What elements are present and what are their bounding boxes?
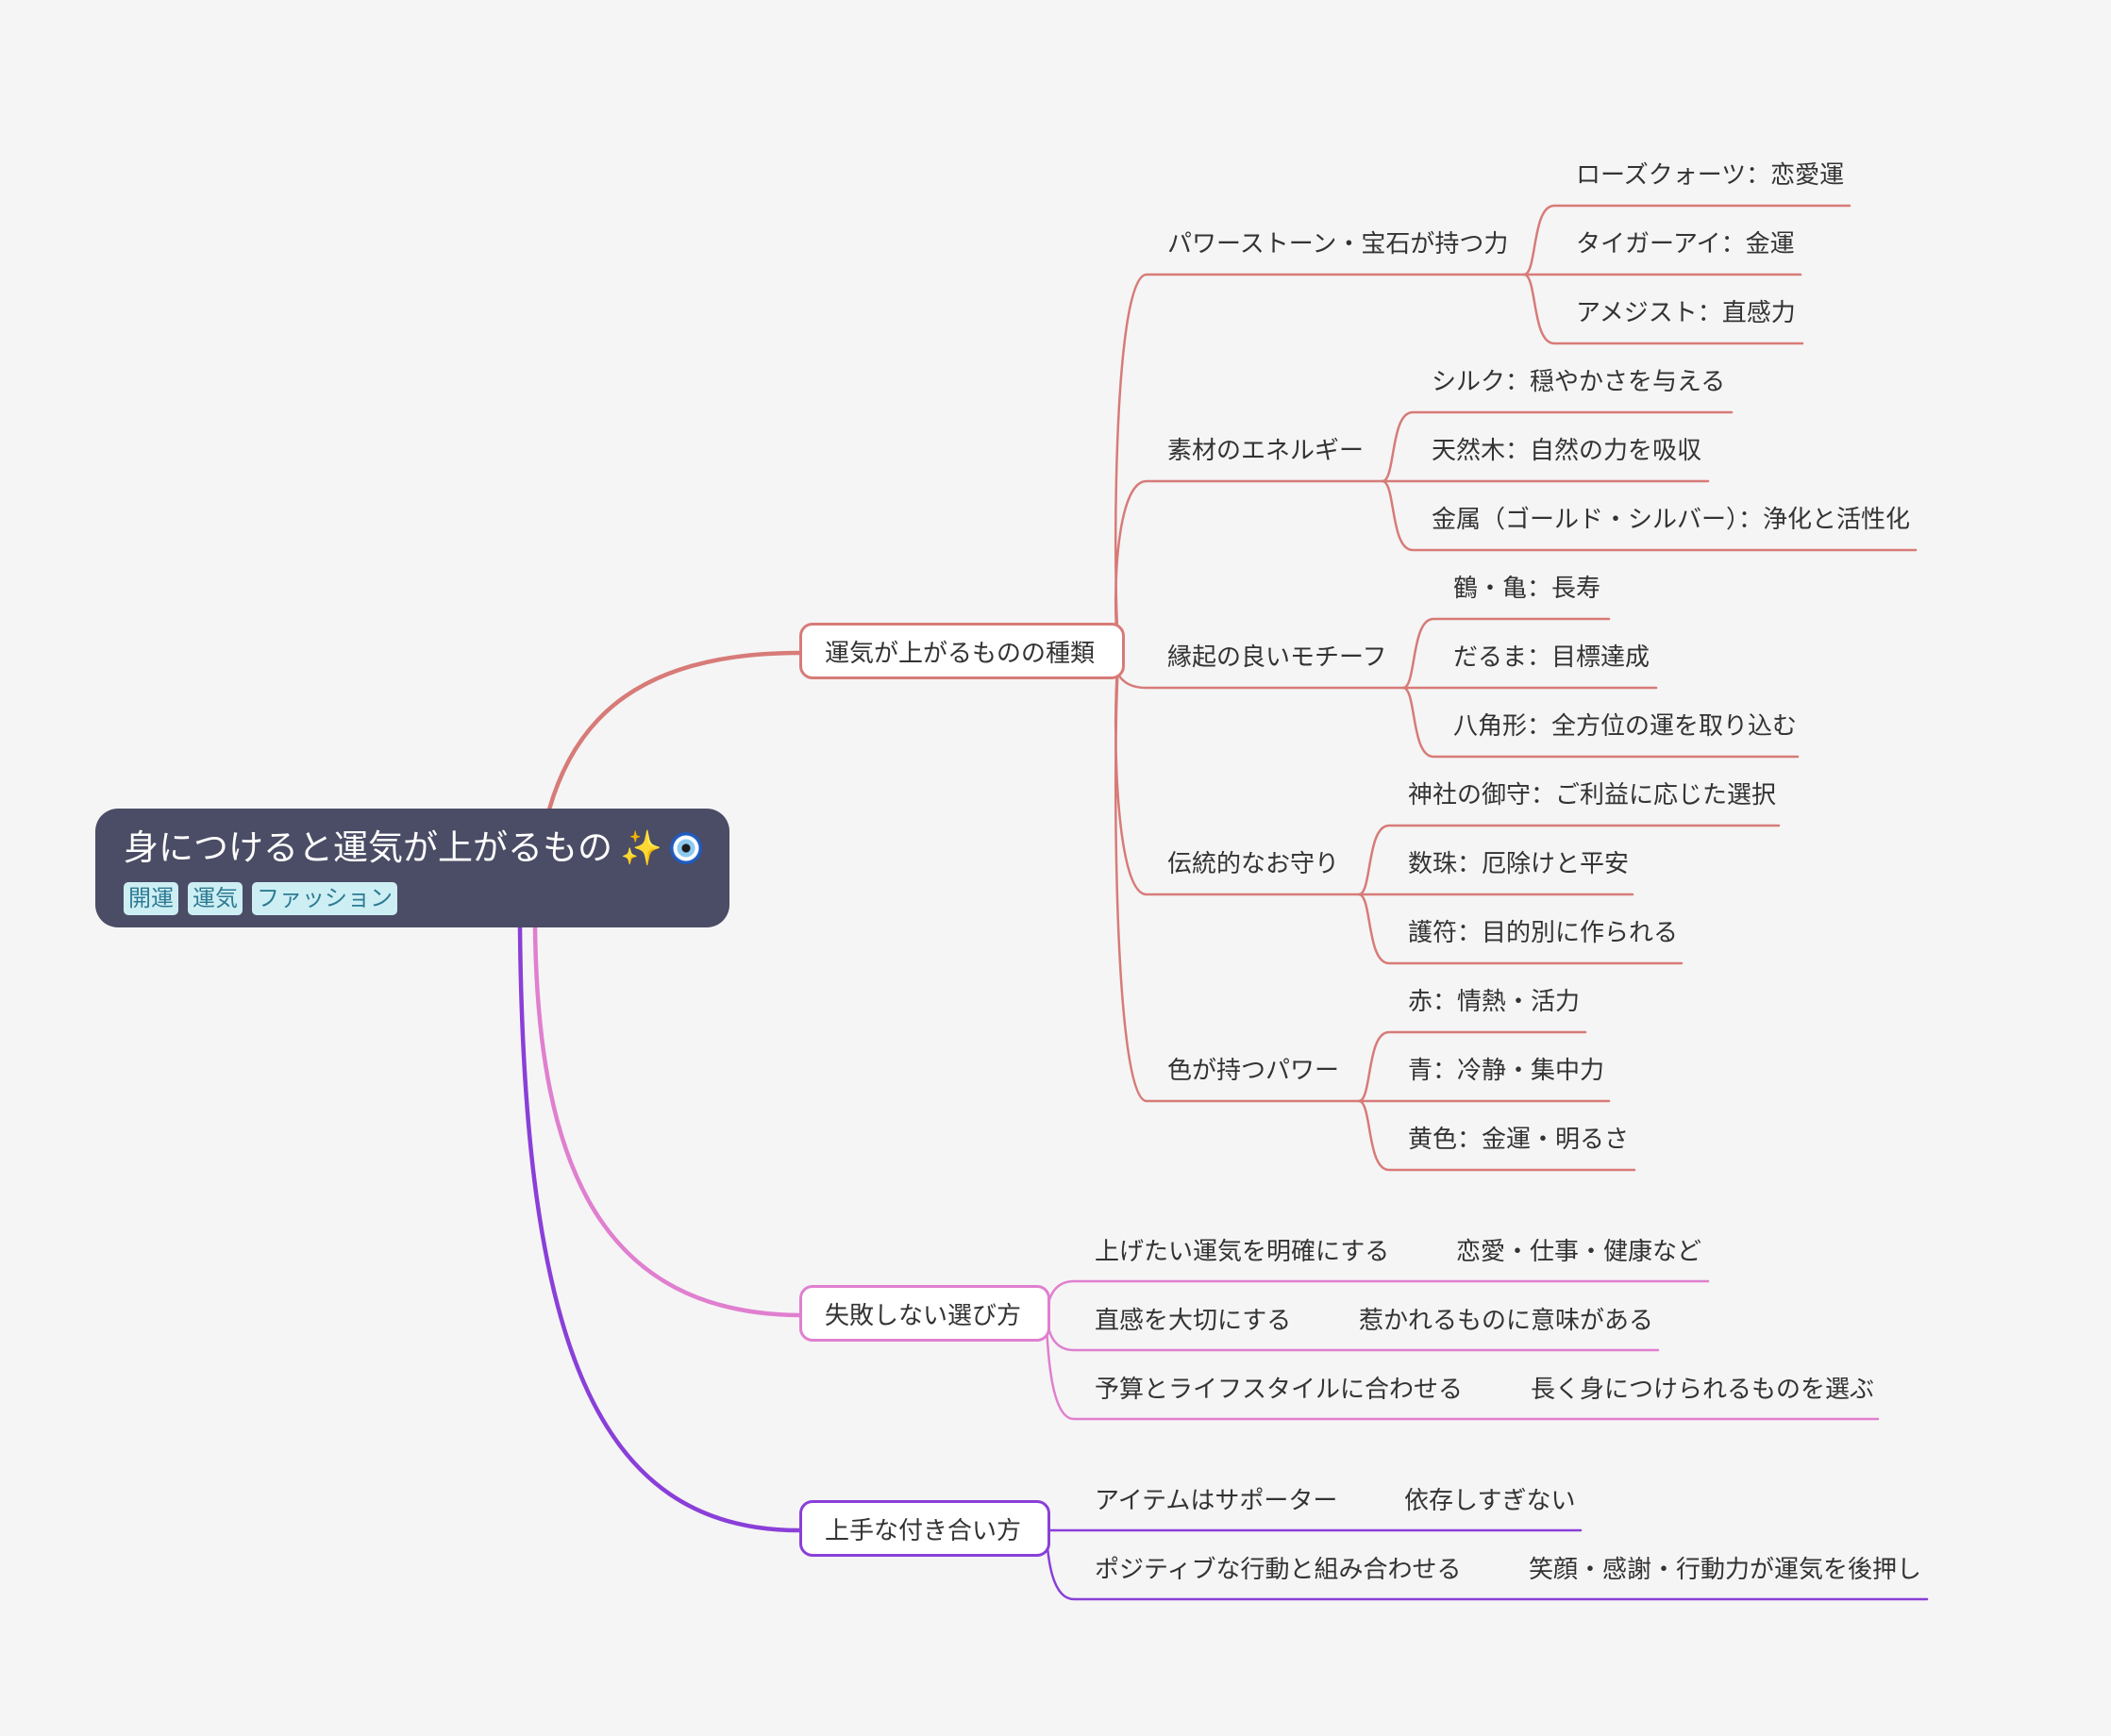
subtopic-clarify[interactable]: 上げたい運気を明確にする (1095, 1238, 1390, 1266)
edge-leaf-0-0 (1522, 204, 1851, 276)
leaf-blue[interactable]: 青：冷静・集中力 (1408, 1057, 1605, 1085)
nazar-amulet-icon (669, 832, 702, 865)
edge-subtopic-1 (1114, 479, 1384, 655)
leaf-yellow[interactable]: 黄色：金運・明るさ (1408, 1126, 1630, 1154)
edge-leaf-2-2 (1401, 686, 1800, 759)
leaf-shrine-amulet[interactable]: 神社の御守：ご利益に応じた選択 (1408, 781, 1777, 810)
edge-leaf-1-0 (1381, 410, 1734, 483)
edge-subtopic-4 (1114, 651, 1361, 1103)
leaf-rose-quartz[interactable]: ローズクォーツ：恋愛運 (1576, 161, 1845, 190)
subtopic-color[interactable]: 色が持つパワー (1167, 1057, 1340, 1085)
root-title: 身につけると運気が上がるもの (124, 827, 612, 868)
edge-leaf-0-2 (1522, 273, 1804, 345)
leaf-natural-wood[interactable]: 天然木：自然の力を吸収 (1432, 437, 1702, 465)
branch-label: 失敗しない選び方 (825, 1301, 1022, 1330)
sparkles-icon: ✨ (620, 828, 662, 868)
edge-root-relation (517, 925, 802, 1533)
leaf-octagon[interactable]: 八角形：全方位の運を取り込む (1453, 712, 1798, 741)
leaf-long-wear[interactable]: 長く身につけられるものを選ぶ (1531, 1376, 1875, 1404)
leaf-no-dependence[interactable]: 依存しすぎない (1404, 1487, 1576, 1515)
leaf-love-work-health[interactable]: 恋愛・仕事・健康など (1456, 1238, 1702, 1266)
tag-unki[interactable]: 運気 (188, 882, 243, 916)
leaf-daruma[interactable]: だるま：目標達成 (1453, 643, 1650, 672)
tag-kaiun[interactable]: 開運 (124, 882, 178, 916)
subtopic-omamori[interactable]: 伝統的なお守り (1167, 850, 1340, 878)
edge-leaf-1-2 (1381, 479, 1918, 552)
subtopic-intuition[interactable]: 直感を大切にする (1095, 1307, 1292, 1335)
edge-leaf-4-2 (1357, 1099, 1636, 1172)
edge-root-choose (532, 925, 802, 1318)
edge-leaf-3-2 (1357, 893, 1684, 965)
branch-label: 上手な付き合い方 (825, 1516, 1022, 1545)
leaf-gofu[interactable]: 護符：目的別に作られる (1408, 919, 1679, 947)
subtopic-positive-action[interactable]: ポジティブな行動と組み合わせる (1095, 1556, 1462, 1584)
branch-relation[interactable]: 上手な付き合い方 (799, 1500, 1050, 1557)
leaf-attraction[interactable]: 惹かれるものに意味がある (1359, 1307, 1654, 1335)
edge-root-types (546, 650, 802, 812)
leaf-red[interactable]: 赤：情熱・活力 (1408, 988, 1581, 1016)
leaf-smile-thanks[interactable]: 笑顔・感謝・行動力が運気を後押し (1529, 1556, 1922, 1584)
branch-label: 運気が上がるものの種類 (825, 639, 1096, 668)
leaf-amethyst[interactable]: アメジスト：直感力 (1576, 299, 1796, 327)
root-topic[interactable]: 身につけると運気が上がるもの ✨ 開運 運気 ファッション (95, 809, 729, 927)
subtopic-motif[interactable]: 縁起の良いモチーフ (1167, 643, 1387, 672)
edge-leaf-4-0 (1357, 1030, 1587, 1103)
leaf-silk[interactable]: シルク：穏やかさを与える (1432, 368, 1726, 396)
branch-types[interactable]: 運気が上がるものの種類 (799, 623, 1125, 679)
subtopic-material[interactable]: 素材のエネルギー (1167, 437, 1365, 465)
leaf-metal[interactable]: 金属（ゴールド・シルバー）：浄化と活性化 (1432, 506, 1911, 534)
leaf-crane-turtle[interactable]: 鶴・亀：長寿 (1453, 575, 1601, 603)
subtopic-power-stone[interactable]: パワーストーン・宝石が持つ力 (1167, 230, 1509, 259)
leaf-tiger-eye[interactable]: タイガーアイ：金運 (1576, 230, 1795, 259)
subtopic-budget[interactable]: 予算とライフスタイルに合わせる (1095, 1376, 1464, 1404)
leaf-juzu[interactable]: 数珠：厄除けと平安 (1408, 850, 1630, 878)
tag-fashion[interactable]: ファッション (252, 882, 397, 916)
subtopic-supporter[interactable]: アイテムはサポーター (1095, 1487, 1338, 1515)
branch-choose[interactable]: 失敗しない選び方 (799, 1285, 1050, 1342)
edge-leaf-2-0 (1401, 617, 1611, 690)
edge-leaf-3-0 (1357, 824, 1781, 896)
